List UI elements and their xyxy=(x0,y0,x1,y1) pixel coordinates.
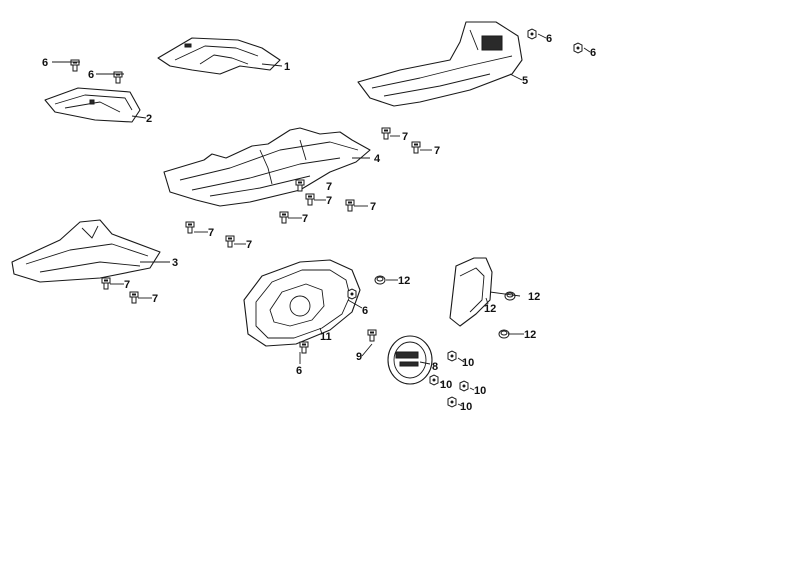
callout-6b: 6 xyxy=(88,69,94,81)
callout-7i: 7 xyxy=(152,293,158,305)
callout-2: 2 xyxy=(146,113,152,125)
callout-1: 1 xyxy=(284,61,290,73)
callout-10c: 10 xyxy=(474,385,486,397)
part-5-rear-skid-plate xyxy=(357,21,523,107)
nut-6c xyxy=(527,28,537,40)
callout-8: 8 xyxy=(432,361,438,373)
nut-10c xyxy=(459,380,469,392)
callout-6c: 6 xyxy=(546,33,552,45)
callout-7e: 7 xyxy=(370,201,376,213)
leader-lines xyxy=(52,33,591,407)
callout-7f: 7 xyxy=(402,131,408,143)
nut-10d xyxy=(447,396,457,408)
part-1-top-cover xyxy=(157,37,281,75)
part-8-inspection-cover xyxy=(387,335,433,385)
collar-12c xyxy=(498,329,510,339)
bolt-7h xyxy=(101,277,111,290)
fasteners xyxy=(70,28,583,408)
part-3-front-skid-plate xyxy=(11,219,161,283)
bolt-7g xyxy=(411,141,421,154)
bolt-7b xyxy=(225,235,235,248)
callout-7h: 7 xyxy=(124,279,130,291)
callout-6f: 6 xyxy=(296,365,302,377)
collar-12b xyxy=(504,291,516,301)
callout-3: 3 xyxy=(172,257,178,269)
callout-7b: 7 xyxy=(246,239,252,251)
nut-10a xyxy=(447,350,457,362)
part-2-mounting-plate xyxy=(44,87,141,123)
bolt-7a xyxy=(185,221,195,234)
bolt-9 xyxy=(367,329,377,342)
callout-5: 5 xyxy=(522,75,528,87)
bolt-7e xyxy=(345,199,355,212)
callout-7c: 7 xyxy=(302,213,308,225)
callout-10d: 10 xyxy=(460,401,472,413)
callout-6e: 6 xyxy=(362,305,368,317)
nut-6d xyxy=(573,42,583,54)
callout-7d: 7 xyxy=(326,195,332,207)
callout-7j: 7 xyxy=(326,181,332,193)
callout-labels: 1 2 3 4 5 6 6 6 6 6 6 7 7 7 7 7 7 7 7 7 … xyxy=(42,33,596,413)
callout-6a: 6 xyxy=(42,57,48,69)
callout-9: 9 xyxy=(356,351,362,363)
callout-6d: 6 xyxy=(590,47,596,59)
callout-7g: 7 xyxy=(434,145,440,157)
callout-12a: 12 xyxy=(398,275,410,287)
bolt-7c xyxy=(279,211,289,224)
callout-11: 11 xyxy=(320,331,332,343)
part-12-bracket-panel xyxy=(449,257,493,327)
callout-12c: 12 xyxy=(484,303,496,315)
bolt-7d xyxy=(305,193,315,206)
callout-12d: 12 xyxy=(524,329,536,341)
bolt-6f xyxy=(299,341,309,354)
bolt-7f xyxy=(381,127,391,140)
bolt-7i xyxy=(129,291,139,304)
nut-6e xyxy=(347,288,357,300)
nut-10b xyxy=(429,374,439,386)
part-11-belt-cover xyxy=(243,259,361,347)
callout-12b: 12 xyxy=(528,291,540,303)
part-4-center-skid-plate xyxy=(163,127,371,207)
callout-4: 4 xyxy=(374,153,381,165)
callout-10b: 10 xyxy=(440,379,452,391)
callout-7a: 7 xyxy=(208,227,214,239)
collar-12a xyxy=(374,275,386,285)
callout-10a: 10 xyxy=(462,357,474,369)
